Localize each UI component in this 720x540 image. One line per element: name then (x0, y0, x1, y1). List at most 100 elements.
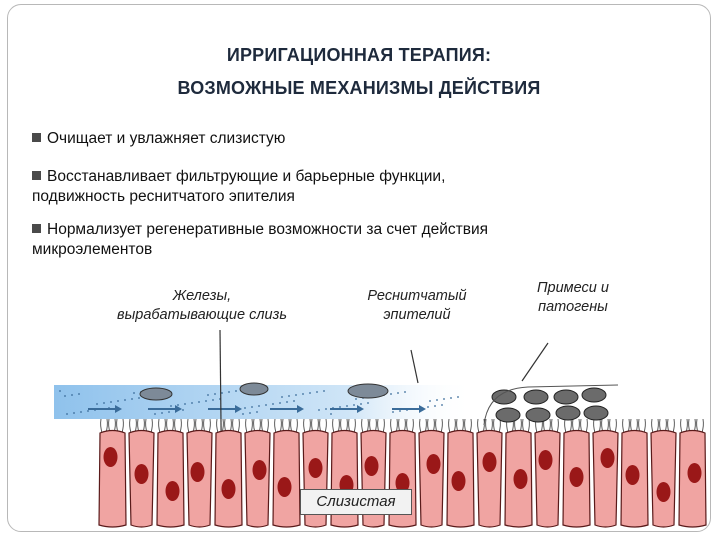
cell-body (214, 429, 243, 528)
slide-title-line-1: ИРРИГАЦИОННАЯ ТЕРАПИЯ: (226, 45, 492, 65)
label-impurities-line-1: Примеси и (537, 280, 609, 296)
cilium (187, 418, 190, 434)
slide: ИРРИГАЦИОННАЯ ТЕРАПИЯ: ВОЗМОЖНЫЕ МЕХАНИЗ… (7, 4, 711, 532)
cell-nucleus (687, 463, 702, 483)
mucus-particle (80, 411, 82, 413)
cell-nucleus (625, 465, 640, 485)
mucus-particle (198, 401, 200, 403)
mucus-particle (228, 391, 230, 393)
cilium (585, 418, 588, 434)
mucus-particle (73, 412, 75, 414)
cell-body (650, 429, 677, 528)
mucosa-label: Слизистая (300, 489, 412, 515)
epithelial-cell (534, 418, 561, 528)
cilium (498, 418, 501, 434)
label-glands-line-2: вырабатывающие слизь (117, 307, 287, 323)
mucus-particle (249, 412, 251, 414)
slide-title-line-2: ВОЗМОЖНЫЕ МЕХАНИЗМЫ ДЕЙСТВИЯ (177, 78, 541, 98)
cell-nucleus (277, 477, 292, 497)
cell-body (98, 429, 127, 528)
bullet-text: Нормализует регенеративные возможности з… (47, 221, 489, 238)
mucus-particle (133, 392, 135, 394)
mucus-particle (360, 403, 362, 405)
mucus-clumps (139, 382, 389, 401)
flow-arrow-head (115, 405, 122, 413)
cilium (440, 418, 443, 434)
cell-nucleus (569, 467, 584, 487)
cilium (332, 418, 335, 434)
cilium (556, 418, 559, 434)
epithelial-cell (98, 418, 127, 528)
cilium (216, 418, 219, 434)
mucus-particle (399, 410, 401, 412)
pathogen (581, 387, 607, 403)
mucus-particle (355, 398, 357, 400)
cell-nucleus (134, 464, 149, 484)
pointer-line-impurities (521, 342, 549, 382)
cell-nucleus (451, 471, 466, 491)
cilium (593, 418, 596, 434)
cilium (274, 418, 277, 434)
cell-nucleus (364, 456, 379, 476)
mucus-particle (182, 409, 184, 411)
mucus-particle (87, 410, 89, 412)
bullet-square-icon (32, 171, 41, 180)
label-ciliated-line-2: эпителий (383, 307, 451, 323)
pathogen (495, 407, 521, 423)
mucus-particle (212, 399, 214, 401)
mucus-particle (457, 396, 459, 398)
cilium (303, 418, 306, 434)
flow-arrow-head (235, 405, 242, 413)
cilium (266, 418, 269, 434)
pathogen (525, 407, 551, 423)
flow-arrow-head (357, 405, 364, 413)
flow-arrow-head (175, 405, 182, 413)
cell-nucleus (482, 452, 497, 472)
cilium (614, 418, 617, 434)
mucus-particle (279, 402, 281, 404)
cilium (121, 418, 124, 434)
mucus-particle (339, 406, 341, 408)
cilium (179, 418, 182, 434)
pathogen (491, 389, 517, 405)
mucus-particle (397, 392, 399, 394)
mucus-particle (346, 405, 348, 407)
cilium (643, 418, 646, 434)
label-glands-line-1: Железы, (172, 288, 232, 304)
cell-body (534, 429, 561, 528)
cilium (324, 418, 327, 434)
mucus-particle (131, 398, 133, 400)
mucus-particle (235, 390, 237, 392)
bullet-text-continuation: подвижность реснитчатого эпителия (32, 188, 295, 205)
cilium (411, 418, 414, 434)
mucus-particle (295, 394, 297, 396)
mucus-particle (390, 393, 392, 395)
mucus-particle (177, 404, 179, 406)
epithelial-cell (244, 418, 271, 528)
cell-nucleus (165, 481, 180, 501)
cell-nucleus (426, 454, 441, 474)
mucus-particle (302, 393, 304, 395)
pathogen-boundary (483, 384, 619, 426)
mucus-particle (214, 393, 216, 395)
label-ciliated-epithelium: Реснитчатый эпителий (342, 287, 492, 325)
cell-nucleus (600, 448, 615, 468)
epithelial-cell (272, 418, 301, 528)
cell-nucleus (252, 460, 267, 480)
cell-body (592, 429, 619, 528)
mucus-particle (258, 405, 260, 407)
mucus-particle (288, 395, 290, 397)
bullet-item-1: Очищает и увлажняет слизистую (32, 129, 672, 149)
pathogen (523, 389, 549, 405)
epithelial-cell (128, 418, 155, 528)
cilium (622, 418, 625, 434)
pathogen-clusters (483, 384, 619, 426)
cell-nucleus (103, 447, 118, 467)
cilium (150, 418, 153, 434)
cilium (245, 418, 248, 434)
cilium (100, 418, 103, 434)
mucus-clump (347, 383, 389, 399)
flow-arrows (88, 405, 426, 413)
epithelial-cell (156, 418, 185, 528)
cilium (564, 418, 567, 434)
